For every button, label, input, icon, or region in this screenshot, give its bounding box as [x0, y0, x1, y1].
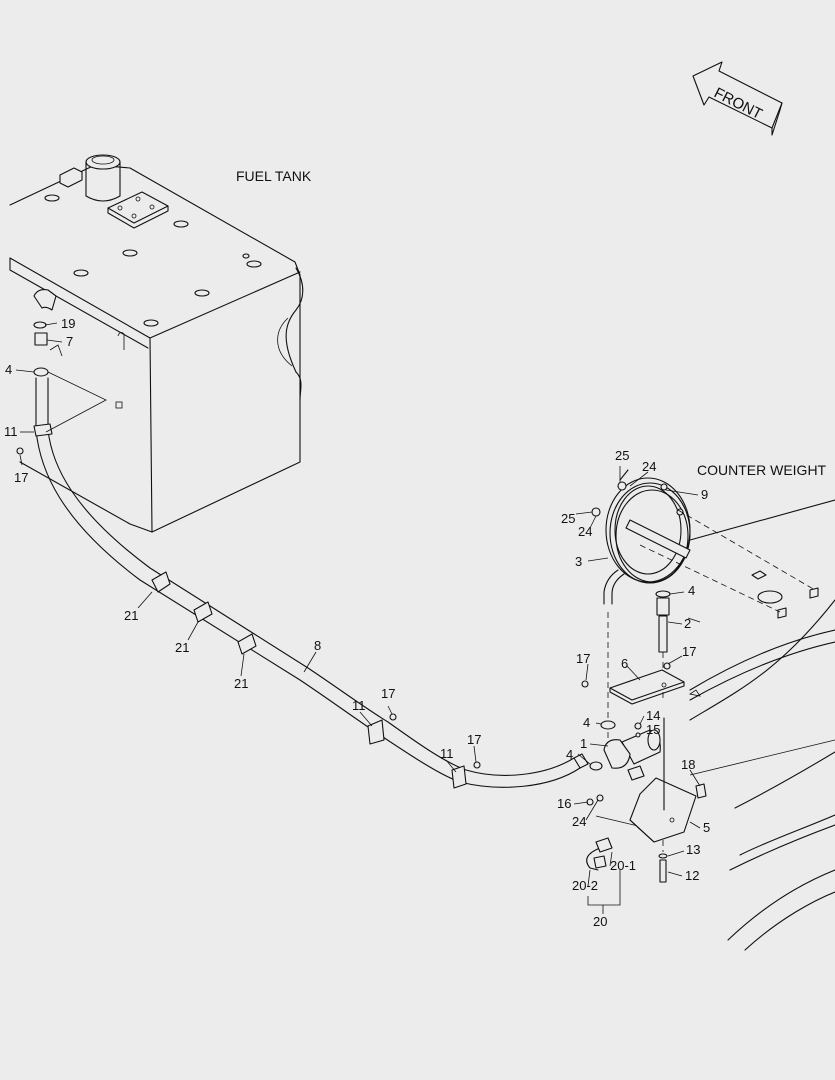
callout-13: 13 — [686, 842, 700, 857]
coil-tube-assembly — [591, 469, 691, 605]
callout-24: 24 — [572, 814, 586, 829]
callout-4: 4 — [583, 715, 590, 730]
callout-11: 11 — [440, 746, 454, 761]
callout-17: 17 — [14, 470, 28, 485]
mounting-bolt — [581, 662, 671, 883]
callout-17: 17 — [576, 651, 590, 666]
callout-20: 20 — [593, 914, 607, 929]
tank-outlet-fittings — [33, 289, 57, 377]
callout-6: 6 — [621, 656, 628, 671]
callout-20-1: 20-1 — [610, 858, 636, 873]
callout-21: 21 — [175, 640, 189, 655]
callout-7: 7 — [66, 334, 73, 349]
callout-1: 1 — [580, 736, 587, 751]
callout-25: 25 — [615, 448, 629, 463]
callout-5: 5 — [703, 820, 710, 835]
callout-17: 17 — [381, 686, 395, 701]
callout-17: 17 — [467, 732, 481, 747]
callout-20-2: 20-2 — [572, 878, 598, 893]
callout-3: 3 — [575, 554, 582, 569]
callout-24: 24 — [642, 459, 656, 474]
check-valve — [655, 590, 671, 653]
callout-24: 24 — [578, 524, 592, 539]
callout-17: 17 — [682, 644, 696, 659]
counter-weight — [688, 499, 835, 951]
callout-leader-lines — [15, 322, 701, 914]
fuel-tank — [9, 154, 304, 533]
hose-clamps — [16, 423, 481, 789]
callout-11: 11 — [352, 698, 366, 713]
fuel-hose — [35, 377, 589, 788]
callout-9: 9 — [701, 487, 708, 502]
callout-labels: 19 7 4 11 17 21 21 21 8 11 17 11 17 25 2… — [4, 316, 710, 929]
callout-16: 16 — [557, 796, 571, 811]
callout-19: 19 — [61, 316, 75, 331]
wire-harness — [586, 794, 613, 871]
callout-18: 18 — [681, 757, 695, 772]
fuel-tank-title: FUEL TANK — [236, 168, 312, 184]
callout-8: 8 — [314, 638, 321, 653]
callout-21: 21 — [124, 608, 138, 623]
pump-brackets — [609, 669, 707, 843]
callout-12: 12 — [685, 868, 699, 883]
callout-4: 4 — [566, 747, 573, 762]
callout-25: 25 — [561, 511, 575, 526]
callout-4: 4 — [688, 583, 695, 598]
callout-2: 2 — [684, 616, 691, 631]
callout-4: 4 — [5, 362, 12, 377]
counter-weight-title: COUNTER WEIGHT — [697, 462, 827, 478]
callout-14: 14 — [646, 708, 660, 723]
fuel-pump — [589, 720, 661, 781]
callout-11: 11 — [4, 424, 18, 439]
callout-15: 15 — [646, 722, 660, 737]
callout-21: 21 — [234, 676, 248, 691]
front-direction-arrow: FRONT — [692, 61, 783, 136]
